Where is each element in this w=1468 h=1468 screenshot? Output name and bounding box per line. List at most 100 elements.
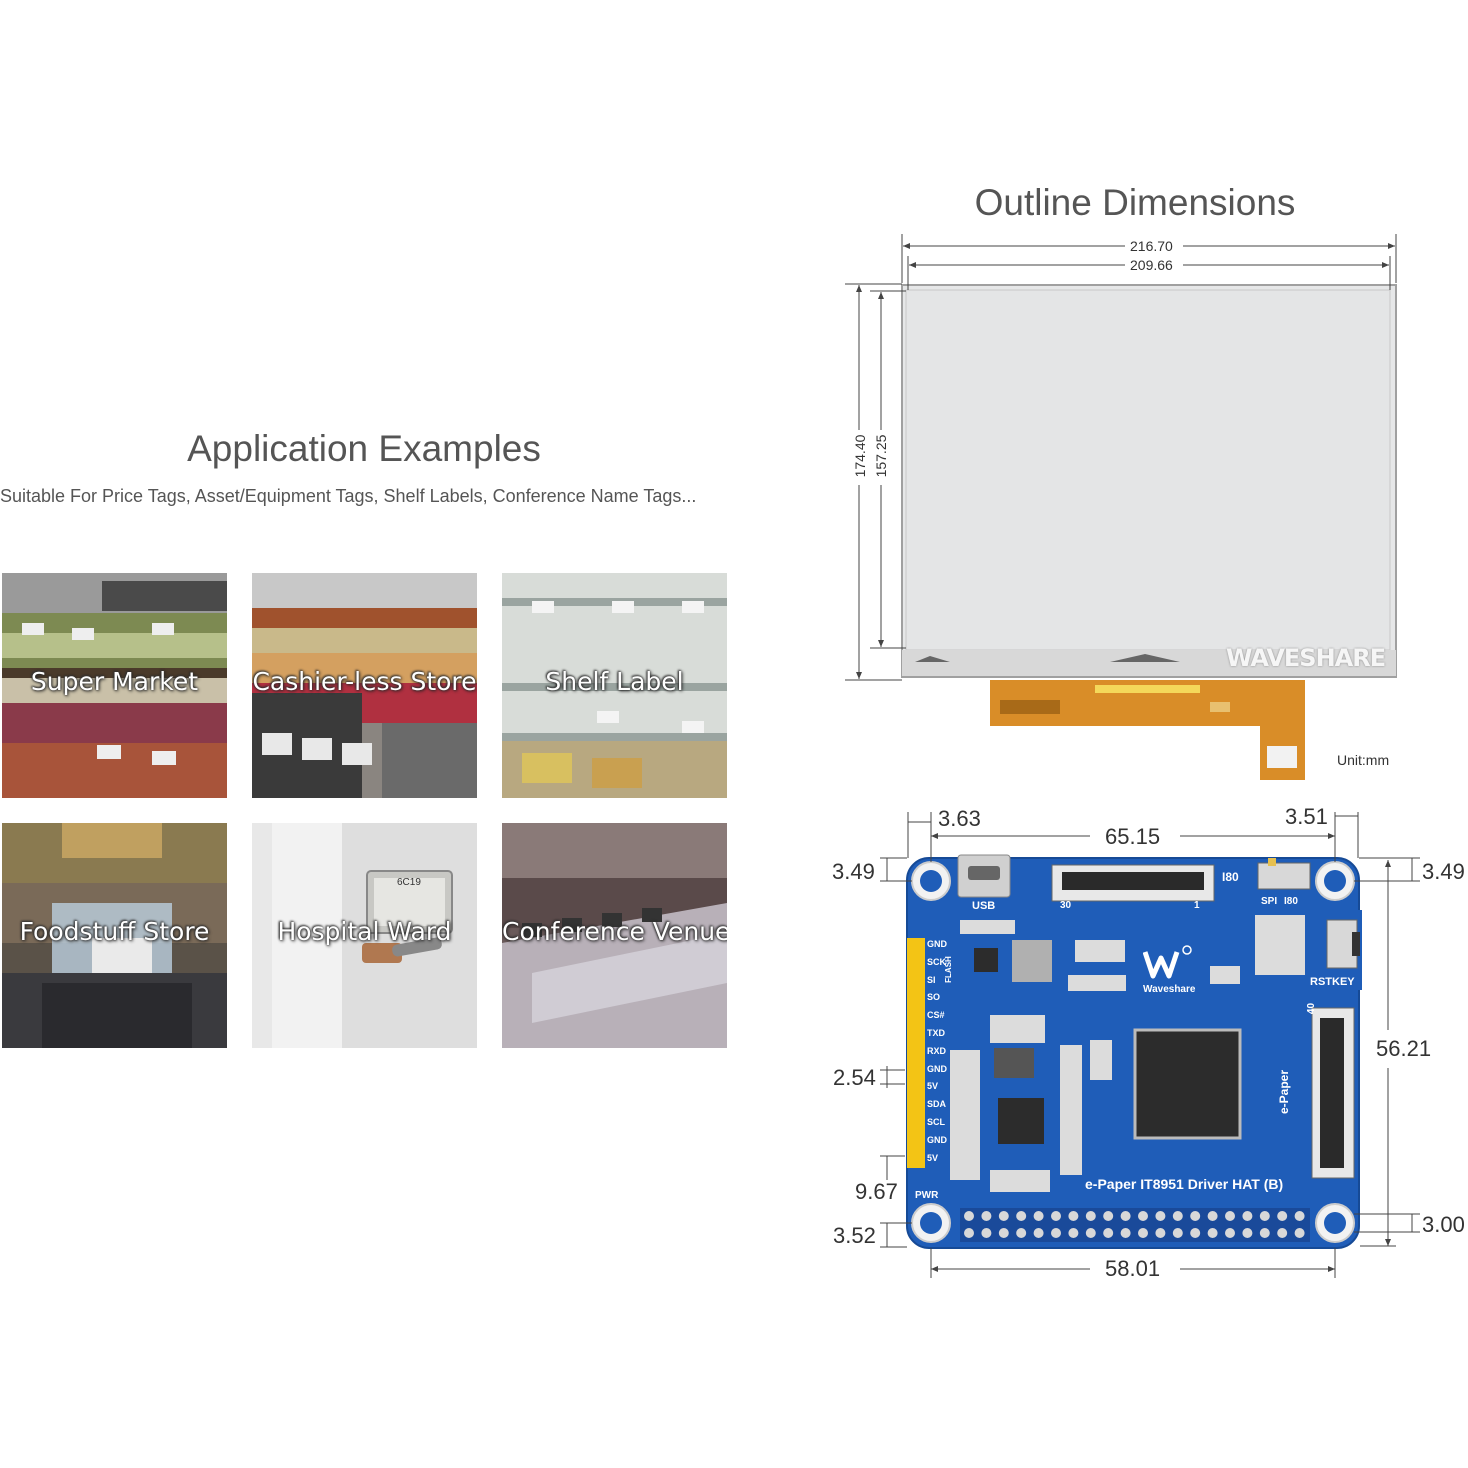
gpio-pin <box>1172 1228 1183 1238</box>
pwr-label: PWR <box>915 1190 939 1201</box>
gpio-pin <box>1033 1211 1044 1221</box>
waveshare-watermark: WAVESHARE <box>1226 644 1386 672</box>
gpio-pin <box>1085 1211 1096 1221</box>
gpio-pin <box>1103 1228 1114 1238</box>
gpio-pin <box>1138 1211 1148 1221</box>
tile-label: Shelf Label <box>545 667 684 696</box>
tile-label: Cashier-less Store <box>252 667 477 696</box>
gpio-pin <box>1172 1211 1183 1221</box>
tile-label: Foodstuff Store <box>19 917 210 946</box>
gpio-pin <box>1120 1228 1131 1238</box>
waveshare-brand-label: Waveshare <box>1143 984 1196 995</box>
tile-hospital-ward[interactable]: 6C19 Hospital Ward <box>252 823 477 1048</box>
tile-conference-venue[interactable]: Conference Venue <box>502 823 727 1048</box>
pin-label: 5V <box>927 1152 939 1163</box>
dim-hat-bottom-left-y: 3.52 <box>833 1223 876 1248</box>
i80-top-label: I80 <box>1222 870 1239 884</box>
gpio-pin <box>1103 1211 1114 1221</box>
pin-label: GND <box>927 1063 947 1074</box>
fpc-30-label: 30 <box>1060 900 1072 911</box>
application-title: Application Examples <box>187 428 541 469</box>
spi-label: SPI <box>1261 896 1278 907</box>
gpio-pin <box>1085 1228 1096 1238</box>
gpio-pin <box>981 1211 992 1221</box>
gpio-pin <box>1277 1228 1288 1238</box>
dim-active-width: 209.66 <box>1130 257 1173 273</box>
pin-label: GND <box>927 1134 947 1145</box>
dim-outer-width: 216.70 <box>1130 238 1173 254</box>
gpio-pin <box>1242 1228 1253 1238</box>
dim-hat-top-right-y: 3.49 <box>1422 859 1465 884</box>
gpio-pin <box>1259 1211 1270 1221</box>
hospital-ward-photo <box>252 823 477 1048</box>
gpio-pin <box>998 1211 1009 1221</box>
tile-label: Hospital Ward <box>277 917 452 946</box>
pin-label: GND <box>927 939 947 949</box>
pin-label: RXD <box>927 1045 947 1056</box>
conference-venue-photo <box>502 823 727 1048</box>
gpio-header-pins <box>964 1211 1305 1238</box>
unit-label: Unit:mm <box>1337 752 1390 768</box>
gpio-pin <box>1120 1211 1131 1221</box>
waveshare-logo-icon <box>1143 945 1192 979</box>
epaper-connector-label: e-Paper <box>1277 1069 1292 1115</box>
gpio-pin <box>1225 1211 1235 1221</box>
gpio-pin <box>1207 1228 1218 1238</box>
dim-hat-top-right-x: 3.51 <box>1285 804 1328 829</box>
pin-label: SCK <box>927 956 947 967</box>
pin-label: CS# <box>927 1010 945 1021</box>
gpio-pin <box>1294 1211 1305 1221</box>
gpio-pin <box>1051 1228 1061 1238</box>
application-subtitle: Suitable For Price Tags, Asset/Equipment… <box>0 486 697 506</box>
rstkey-label: RSTKEY <box>1310 976 1355 988</box>
pin-label: SCL <box>927 1116 945 1127</box>
gpio-pin <box>1033 1228 1044 1238</box>
tile-super-market[interactable]: Super Market <box>2 573 227 798</box>
gpio-pin <box>1068 1211 1079 1221</box>
tile-label: Conference Venue <box>502 917 727 946</box>
gpio-pin <box>1155 1211 1166 1221</box>
gpio-pin <box>1138 1228 1148 1238</box>
usb-label: USB <box>972 900 996 912</box>
gpio-pin <box>1259 1228 1270 1238</box>
gpio-pin <box>1016 1211 1027 1221</box>
gpio-pin <box>1190 1211 1201 1221</box>
gpio-pin <box>981 1228 992 1238</box>
super-market-photo <box>2 573 227 798</box>
pin-label: SDA <box>927 1099 947 1110</box>
shelf-label-photo <box>502 573 727 798</box>
pin-label: SO <box>927 992 941 1003</box>
gpio-pin <box>1207 1211 1218 1221</box>
gpio-pin <box>1068 1228 1079 1238</box>
gpio-pin <box>1155 1228 1166 1238</box>
pin-label: SI <box>927 974 936 985</box>
dim-hat-hole-span-bottom: 58.01 <box>1105 1256 1161 1281</box>
tile-shelf-label[interactable]: Shelf Label <box>502 573 727 798</box>
fpc-1-label: 1 <box>1194 900 1200 911</box>
gpio-pin <box>1051 1211 1061 1221</box>
dim-hat-pin-pitch: 2.54 <box>833 1065 876 1090</box>
pin-label: TXD <box>927 1027 945 1038</box>
dim-hat-top-left-x: 3.63 <box>938 806 981 831</box>
pin-label: 5V <box>927 1081 939 1092</box>
outline-title: Outline Dimensions <box>974 182 1296 223</box>
dim-hat-bottom-right-y: 3.00 <box>1422 1212 1465 1237</box>
tile-cashier-less-store[interactable]: Cashier-less Store <box>252 573 477 798</box>
dim-hat-hole-span-top: 65.15 <box>1105 824 1161 849</box>
tile-foodstuff-store[interactable]: Foodstuff Store <box>2 823 227 1048</box>
i80-switch-label: I80 <box>1284 896 1298 907</box>
dim-hat-right-height: 56.21 <box>1376 1036 1432 1061</box>
gpio-pin <box>1225 1228 1235 1238</box>
dim-hat-top-left-y: 3.49 <box>832 859 875 884</box>
foodstuff-store-photo <box>2 823 227 1048</box>
gpio-pin <box>964 1211 974 1221</box>
gpio-pin <box>1277 1211 1288 1221</box>
gpio-pin <box>1242 1211 1253 1221</box>
dim-hat-pin-bottom: 9.67 <box>855 1179 898 1204</box>
cashier-less-store-photo <box>252 573 477 798</box>
tile-label: Super Market <box>30 667 199 696</box>
gpio-pin <box>1294 1228 1305 1238</box>
hat-name-label: e-Paper IT8951 Driver HAT (B) <box>1085 1176 1284 1192</box>
